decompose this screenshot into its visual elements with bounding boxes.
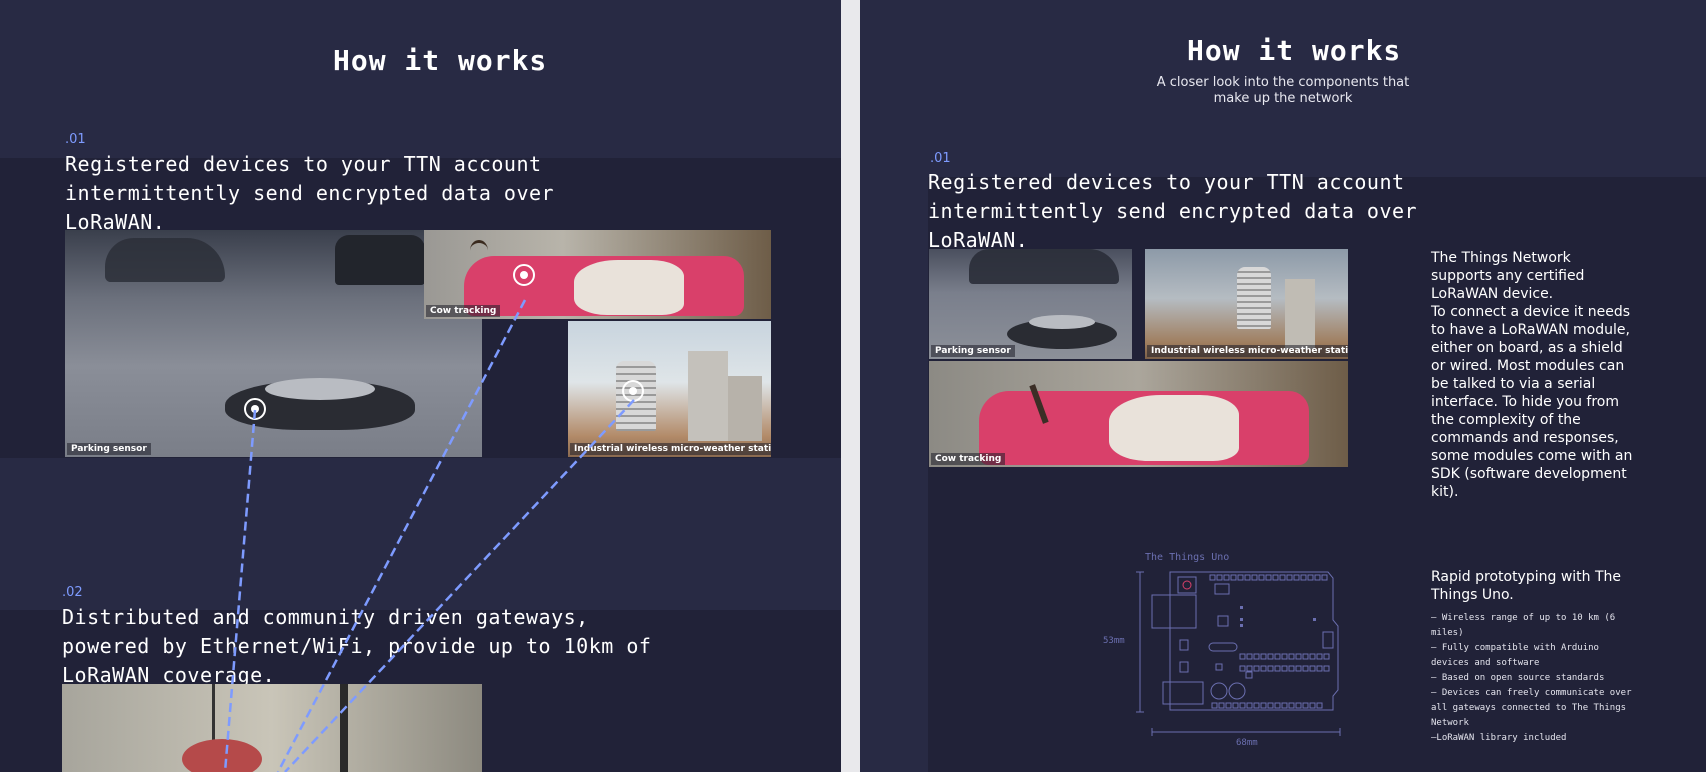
pin	[1288, 702, 1295, 709]
pin	[1211, 702, 1218, 709]
photo-caption: Industrial wireless micro-weather statio…	[1147, 345, 1348, 357]
pin	[1239, 702, 1246, 709]
pin	[1251, 574, 1258, 581]
pin	[1225, 702, 1232, 709]
pin	[1323, 665, 1330, 672]
step2-number: .02	[62, 585, 83, 600]
connection-lines	[223, 299, 635, 772]
weather-station-photo: Industrial wireless micro-weather statio…	[568, 321, 771, 457]
pin	[1272, 574, 1279, 581]
pin	[1321, 574, 1328, 581]
pin	[1288, 665, 1295, 672]
uno-heading: Rapid prototyping with The Things Uno.	[1431, 569, 1622, 603]
pin	[1293, 574, 1300, 581]
pin	[1295, 665, 1302, 672]
step1-number: .01	[65, 132, 86, 147]
pin	[1279, 574, 1286, 581]
cow-tracking-photo: Cow tracking	[929, 361, 1348, 467]
left-page: How it works .01 Registered devices to y…	[0, 0, 841, 772]
pin	[1316, 665, 1323, 672]
pin	[1246, 653, 1253, 660]
pin	[1316, 702, 1323, 709]
pin	[1274, 665, 1281, 672]
pin	[1267, 653, 1274, 660]
feature-item: – Devices can freely communicate over al…	[1431, 688, 1632, 728]
photo-caption: Cow tracking	[931, 453, 1006, 465]
pin	[1309, 653, 1316, 660]
width-dimension-label: 68mm	[1236, 738, 1258, 748]
pin	[1288, 653, 1295, 660]
gateway-photo	[62, 684, 482, 772]
pin	[1232, 702, 1239, 709]
pin	[1239, 653, 1246, 660]
pin	[1302, 702, 1309, 709]
feature-item: – Wireless range of up to 10 km (6 miles…	[1431, 613, 1616, 638]
pin	[1260, 665, 1267, 672]
feature-item: – Based on open source standards	[1431, 673, 1605, 683]
pin	[1295, 653, 1302, 660]
photo-caption: Parking sensor	[67, 443, 151, 455]
page-title: How it works	[1187, 34, 1402, 67]
pin	[1274, 702, 1281, 709]
pin	[1239, 665, 1246, 672]
pin	[1267, 702, 1274, 709]
pin	[1218, 702, 1225, 709]
pin	[1300, 574, 1307, 581]
pin	[1253, 665, 1260, 672]
pin	[1309, 665, 1316, 672]
parking-sensor-photo: Parking sensor	[929, 249, 1132, 359]
things-uno-board-diagram	[1136, 571, 1341, 736]
cow-tracking-photo: Cow tracking	[424, 230, 771, 319]
pin	[1281, 653, 1288, 660]
pin	[1230, 574, 1237, 581]
cow-marker-icon	[513, 264, 535, 286]
pin	[1237, 574, 1244, 581]
pin	[1316, 653, 1323, 660]
step1-heading: Registered devices to your TTN account i…	[928, 170, 1418, 252]
right-page: How it works A closer look into the comp…	[860, 0, 1706, 772]
pin	[1253, 702, 1260, 709]
page-title: How it works	[333, 44, 548, 77]
pin	[1302, 653, 1309, 660]
module-description-text: To connect a device it needs to have a L…	[1431, 304, 1633, 500]
photo-caption: Parking sensor	[931, 345, 1015, 357]
step1-number: .01	[930, 151, 951, 166]
pin	[1246, 702, 1253, 709]
weather-station-photo: Industrial wireless micro-weather statio…	[1145, 249, 1348, 359]
pin	[1246, 665, 1253, 672]
page-subtitle: A closer look into the components that m…	[1156, 75, 1410, 106]
pin	[1307, 574, 1314, 581]
feature-item: – Fully compatible with Arduino devices …	[1431, 643, 1599, 668]
pin	[1274, 653, 1281, 660]
uno-feature-list: – Wireless range of up to 10 km (6 miles…	[1431, 611, 1641, 746]
parking-sensor-photo: Parking sensor	[65, 230, 482, 457]
pin	[1216, 574, 1223, 581]
diagram-label: The Things Uno	[1145, 552, 1230, 563]
pin	[1258, 574, 1265, 581]
pin	[1323, 653, 1330, 660]
pin	[1281, 702, 1288, 709]
photo-caption: Industrial wireless micro-weather statio…	[570, 443, 771, 455]
pin	[1260, 653, 1267, 660]
pin	[1223, 574, 1230, 581]
pin	[1265, 574, 1272, 581]
height-dimension-label: 53mm	[1103, 636, 1125, 646]
pin	[1309, 702, 1316, 709]
pin	[1286, 574, 1293, 581]
pin	[1209, 574, 1216, 581]
pin	[1260, 702, 1267, 709]
step2-heading: Distributed and community driven gateway…	[62, 605, 652, 687]
pin	[1253, 653, 1260, 660]
pin	[1295, 702, 1302, 709]
pin	[1281, 665, 1288, 672]
photo-caption: Cow tracking	[426, 305, 501, 317]
pin	[1267, 665, 1274, 672]
pin	[1314, 574, 1321, 581]
device-support-text: The Things Network supports any certifie…	[1431, 250, 1585, 302]
pin	[1302, 665, 1309, 672]
feature-item: –LoRaWAN library included	[1431, 733, 1567, 743]
pin	[1244, 574, 1251, 581]
